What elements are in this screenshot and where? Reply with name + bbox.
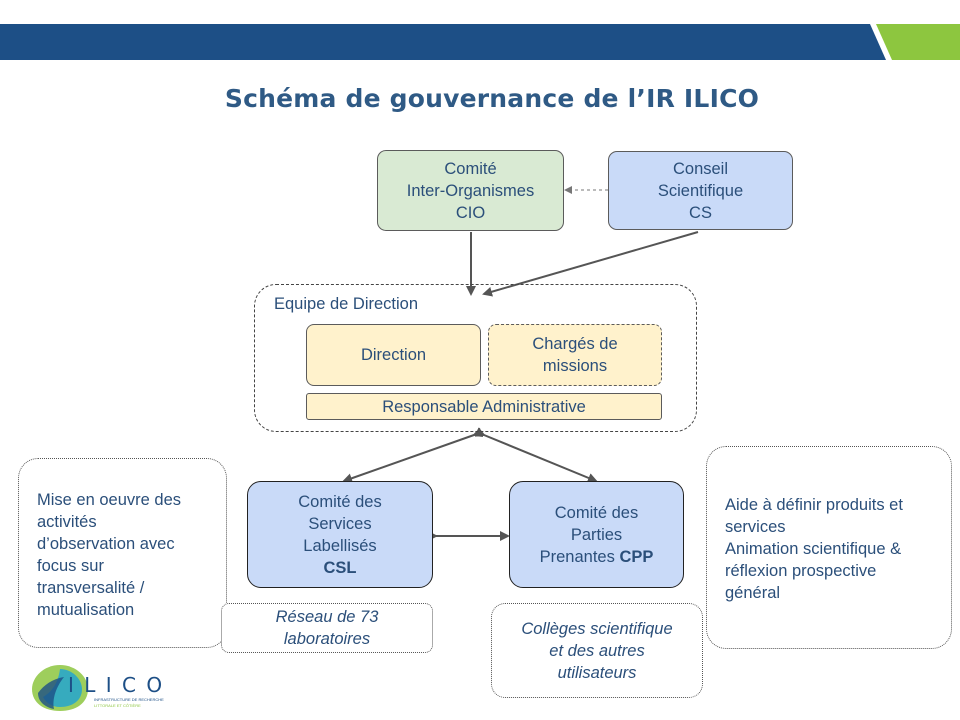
left-note-line3: d’observation avec bbox=[37, 535, 175, 553]
right-note-line1: Aide à définir produits et bbox=[725, 496, 903, 514]
cio-line2: Inter-Organismes bbox=[406, 181, 535, 200]
csl-line2: Services bbox=[308, 514, 372, 533]
cio-line3: CIO bbox=[455, 203, 486, 222]
cpp-line3-text: Prenantes bbox=[539, 547, 620, 566]
right-note-line4: réflexion prospective bbox=[725, 562, 877, 580]
right-note-line5: général bbox=[725, 584, 781, 602]
cs-line1: Conseil bbox=[672, 159, 729, 178]
csl-line3: Labellisés bbox=[303, 536, 377, 555]
banner-blue-band bbox=[0, 24, 886, 60]
banner-green-band bbox=[876, 24, 960, 60]
top-banner bbox=[0, 24, 960, 60]
ilico-logo: I L I C O INFRASTRUCTURE DE RECHERCHE LI… bbox=[30, 663, 170, 713]
csl-line1: Comité des bbox=[298, 492, 382, 511]
equipe-csl-arrow bbox=[342, 427, 484, 484]
equipe-direction-label: Equipe de Direction bbox=[274, 295, 419, 313]
cs-line2: Scientifique bbox=[657, 181, 744, 200]
equipe-direction-container bbox=[254, 284, 697, 432]
colleges-line1: Collèges scientifique bbox=[521, 619, 673, 638]
left-note-line1: Mise en oeuvre des bbox=[37, 491, 181, 509]
charges-line1: Chargés de bbox=[532, 335, 618, 353]
cpp-line3-bold: CPP bbox=[619, 547, 654, 566]
left-note-line2: activités bbox=[37, 513, 97, 531]
responsable-box: Responsable Administrative bbox=[306, 393, 662, 420]
right-note: Aide à définir produits et services Anim… bbox=[706, 446, 952, 649]
cs-line3: CS bbox=[689, 203, 712, 222]
charges-line2: missions bbox=[542, 357, 608, 375]
left-note: Mise en oeuvre des activités d’observati… bbox=[18, 458, 227, 648]
responsable-label: Responsable Administrative bbox=[382, 397, 586, 416]
right-note-line3: Animation scientifique & bbox=[725, 540, 902, 558]
left-note-line6: mutualisation bbox=[37, 601, 135, 619]
colleges-box: Collèges scientifique et des autres util… bbox=[491, 603, 703, 698]
cs-to-equipe-arrow bbox=[482, 231, 699, 297]
cio-box: Comité Inter-Organismes CIO bbox=[377, 150, 564, 231]
cpp-line2: Parties bbox=[570, 525, 623, 544]
ilico-logo-subtitle1: INFRASTRUCTURE DE RECHERCHE bbox=[94, 697, 164, 702]
charges-missions-box: Chargés de missions bbox=[488, 324, 662, 386]
left-note-line5: transversalité / bbox=[37, 579, 145, 597]
ilico-logo-text: I L I C O bbox=[68, 673, 165, 697]
page-title: Schéma de gouvernance de l’IR ILICO bbox=[224, 84, 760, 113]
reseau-line1: Réseau de 73 bbox=[275, 608, 379, 626]
equipe-cpp-arrow bbox=[474, 427, 598, 483]
colleges-line3: utilisateurs bbox=[557, 663, 637, 682]
left-note-line4: focus sur bbox=[37, 557, 104, 575]
cpp-line1: Comité des bbox=[554, 503, 639, 522]
csl-line4: CSL bbox=[323, 558, 357, 577]
right-note-line2: services bbox=[725, 518, 786, 536]
cpp-line3: Prenantes CPP bbox=[540, 546, 654, 568]
colleges-line2: et des autres bbox=[549, 641, 645, 660]
cpp-box: Comité des Parties Prenantes CPP bbox=[509, 481, 684, 588]
direction-box: Direction bbox=[306, 324, 481, 386]
reseau-box: Réseau de 73 laboratoires bbox=[221, 603, 433, 653]
cio-line1: Comité bbox=[444, 159, 497, 178]
ilico-logo-subtitle2: LITTORALE ET CÔTIÈRE bbox=[94, 703, 141, 708]
cs-box: Conseil Scientifique CS bbox=[608, 151, 793, 230]
csl-box: Comité des Services Labellisés CSL bbox=[247, 481, 433, 588]
ilico-logo-mark bbox=[32, 665, 88, 711]
reseau-line2: laboratoires bbox=[283, 630, 371, 648]
direction-label: Direction bbox=[360, 346, 427, 364]
